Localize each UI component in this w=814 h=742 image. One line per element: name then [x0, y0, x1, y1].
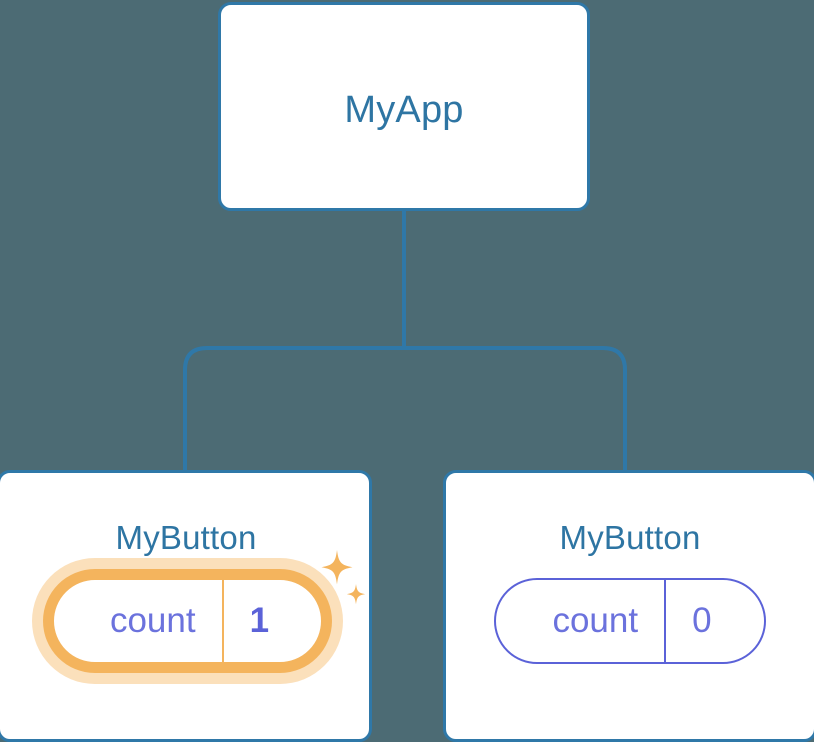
node-mybutton-left[interactable]: MyButton count 1	[0, 470, 372, 742]
edge-branch-bar	[183, 346, 627, 470]
state-key: count	[552, 601, 639, 640]
state-pill-highlighted[interactable]: count 1	[51, 550, 366, 664]
state-value: 1	[221, 580, 321, 662]
node-myapp[interactable]: MyApp	[218, 2, 590, 211]
node-mybutton-right[interactable]: MyButton count 0	[443, 470, 814, 742]
state-pill-wrapper: count 0	[446, 578, 814, 664]
node-title: MyButton	[115, 519, 257, 556]
state-pill[interactable]: count 0	[494, 578, 766, 664]
node-title: MyApp	[344, 89, 464, 131]
state-key: count	[109, 601, 196, 640]
state-pill-wrapper: count 1	[3, 550, 372, 664]
state-value: 0	[664, 580, 763, 662]
node-title: MyButton	[559, 519, 701, 556]
